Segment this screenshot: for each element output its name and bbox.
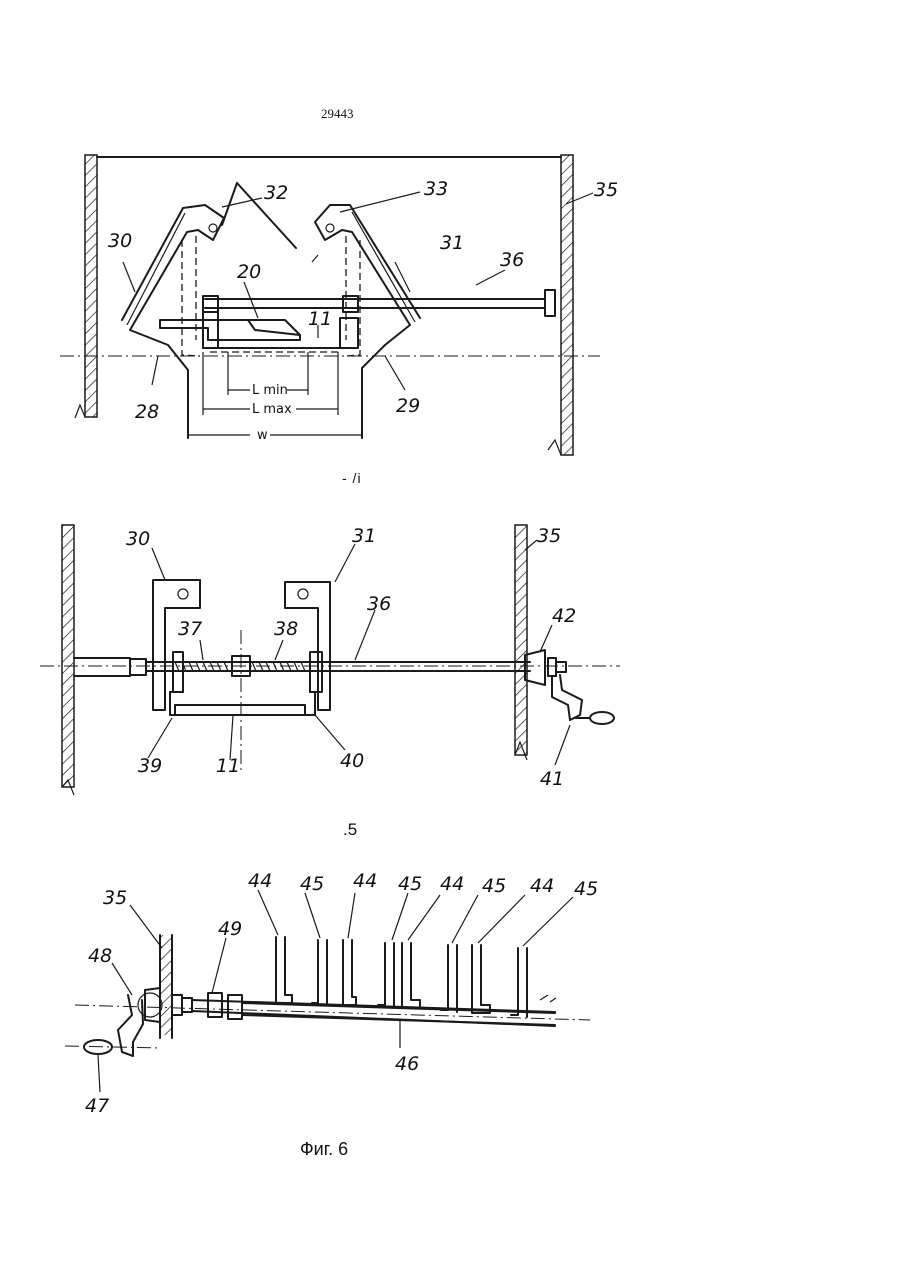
left-wall-hatched (62, 525, 74, 787)
label-35: 35 (103, 887, 127, 909)
label-44d: 44 (530, 875, 554, 897)
right-wall-hatched (515, 525, 527, 755)
label-45d: 45 (574, 878, 598, 900)
label-36: 36 (367, 593, 391, 615)
label-28: 28 (135, 401, 159, 423)
label-37: 37 (178, 618, 202, 640)
label-38: 38 (274, 618, 298, 640)
label-w: w (257, 428, 268, 443)
label-45c: 45 (482, 875, 506, 897)
label-29: 29 (396, 395, 420, 417)
label-35: 35 (537, 525, 561, 547)
label-lmax: L max (252, 402, 292, 417)
label-31: 31 (352, 525, 376, 547)
label-32: 32 (264, 182, 288, 204)
label-lmin: L min (252, 383, 288, 398)
label-41: 41 (540, 768, 564, 790)
wall-hatched (160, 935, 172, 1035)
label-33: 33 (424, 178, 448, 200)
label-42: 42 (552, 605, 576, 627)
label-49: 49 (218, 918, 242, 940)
right-wall-hatched (561, 155, 573, 455)
label-36: 36 (500, 249, 524, 271)
left-wall-hatched (85, 155, 97, 417)
label-11: 11 (308, 308, 332, 330)
figure-3: 44 45 44 45 44 45 44 45 35 49 48 46 47 (65, 870, 598, 1117)
figure-3-caption: Фиг. 6 (300, 1139, 348, 1160)
label-45a: 45 (300, 873, 324, 895)
label-30: 30 (108, 230, 132, 252)
label-46: 46 (395, 1053, 419, 1075)
label-11: 11 (216, 755, 240, 777)
figure-2: 30 31 35 37 38 36 42 39 11 40 41 (40, 525, 620, 795)
label-30: 30 (126, 528, 150, 550)
label-44c: 44 (440, 873, 464, 895)
label-39: 39 (138, 755, 162, 777)
label-47: 47 (85, 1095, 109, 1117)
figure-2-caption: .5 (343, 820, 357, 840)
label-35: 35 (594, 179, 618, 201)
figure-1: 32 33 35 30 31 36 20 11 28 29 L min L ma… (60, 155, 618, 455)
label-48: 48 (88, 945, 112, 967)
label-44a: 44 (248, 870, 272, 892)
figure-1-caption: - /i (342, 470, 362, 486)
label-40: 40 (340, 750, 364, 772)
label-45b: 45 (398, 873, 422, 895)
label-20: 20 (237, 261, 261, 283)
label-44b: 44 (353, 870, 377, 892)
label-31: 31 (440, 232, 464, 254)
